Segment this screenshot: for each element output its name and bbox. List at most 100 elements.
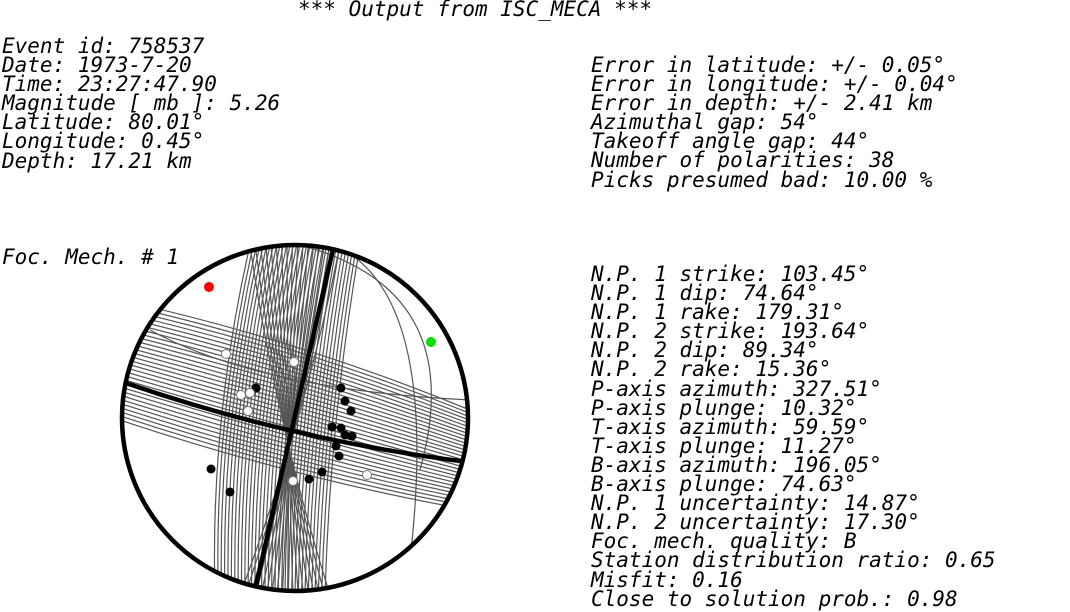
event-longitude: Longitude: 0.45°	[2, 129, 205, 154]
uncertainty-curve	[122, 407, 468, 501]
takeoff-angle-gap: Takeoff angle gap: 44°	[591, 129, 870, 154]
compression-polarity	[317, 467, 327, 477]
uncertainty-curve	[220, 245, 258, 591]
solution-line: Foc. mech. quality: B	[591, 529, 857, 554]
solution-line: N.P. 2 dip: 89.34°	[591, 338, 819, 363]
p-axis-marker	[204, 282, 214, 292]
uncertainty-curve	[307, 245, 344, 591]
solution-line: N.P. 1 uncertainty: 14.87°	[591, 491, 920, 516]
solution-line: P-axis plunge: 10.32°	[591, 395, 857, 420]
uncertainty-curve	[291, 245, 328, 591]
uncertainty-curve	[122, 307, 468, 418]
uncertainty-curve	[213, 245, 251, 591]
event-id: Event id: 758537	[2, 34, 205, 58]
solution-line: B-axis plunge: 74.63°	[591, 472, 857, 497]
depth-error: Error in depth: +/- 2.41 km	[591, 91, 933, 116]
uncertainty-curve	[149, 329, 468, 401]
uncertainty-curve	[281, 245, 299, 591]
uncertainty-curve	[249, 245, 331, 591]
uncertainty-curve	[324, 245, 361, 591]
latitude-error: Error in latitude: +/- 0.05°	[591, 53, 946, 77]
compression-polarity	[304, 474, 314, 484]
uncertainty-curve	[265, 245, 315, 591]
solution-line: N.P. 1 strike: 103.45°	[591, 262, 870, 286]
uncertainty-curve	[267, 245, 304, 591]
solution-line: Close to solution prob.: 0.98	[591, 586, 958, 611]
uncertainty-curve	[122, 378, 468, 477]
uncertainty-curve	[122, 411, 468, 504]
solution-line: N.P. 2 rake: 15.36°	[591, 357, 832, 382]
event-time: Time: 23:27:47.90	[2, 72, 217, 97]
polarities	[206, 349, 372, 497]
dilatation-polarity	[236, 390, 246, 400]
compression-polarity	[340, 396, 350, 406]
focal-mechanism-label: Foc. Mech. # 1	[2, 245, 180, 269]
stereonet-circle	[119, 242, 471, 594]
uncertainty-curve	[122, 320, 468, 428]
dilatation-polarity	[245, 388, 255, 398]
compression-polarity	[336, 423, 346, 433]
uncertainty-curve	[122, 373, 468, 473]
page-title: *** Output from ISC_MECA ***	[298, 0, 653, 21]
uncertainty-curve	[270, 245, 310, 591]
uncertainty-curve	[122, 390, 468, 487]
dilatation-polarity	[288, 476, 298, 486]
uncertainty-curve	[122, 336, 468, 442]
uncertainty-curve	[275, 245, 305, 591]
uncertainty-curve	[122, 419, 468, 511]
bad-picks: Picks presumed bad: 10.00 %	[591, 167, 933, 192]
event-magnitude: Magnitude [ mb ]: 5.26	[2, 91, 281, 116]
solution-line: Station distribution ratio: 0.65	[591, 548, 996, 573]
uncertainty-curve	[304, 245, 341, 591]
uncertainty-curve	[317, 245, 354, 591]
uncertainty-curve	[122, 394, 468, 490]
compression-polarity	[334, 451, 344, 461]
nodal-plane-2	[252, 245, 337, 591]
uncertainty-curve	[122, 324, 468, 432]
uncertainty-curve	[250, 245, 288, 591]
solution-line: T-axis azimuth: 59.59°	[591, 414, 870, 439]
dilatation-polarity	[221, 349, 231, 359]
uncertainty-curve	[227, 245, 264, 591]
uncertainty-curve	[122, 386, 468, 483]
solution-info: N.P. 1 strike: 103.45° N.P. 1 dip: 74.64…	[591, 262, 996, 611]
solution-line: N.P. 2 uncertainty: 17.30°	[591, 510, 920, 535]
uncertainty-curve	[287, 245, 293, 591]
uncertainty-curve	[259, 245, 320, 591]
event-latitude: Latitude: 80.01°	[2, 110, 205, 135]
uncertainty-curve	[122, 340, 468, 446]
dilatation-polarity	[243, 406, 253, 416]
uncertainty-curve	[339, 247, 418, 561]
event-depth: Depth: 17.21 km	[2, 148, 192, 173]
uncertainty-curve	[254, 245, 326, 591]
uncertainty-curve	[122, 303, 468, 415]
solution-line: T-axis plunge: 11.27°	[591, 433, 857, 458]
compression-polarity	[225, 487, 235, 497]
azimuthal-gap: Azimuthal gap: 54°	[591, 110, 819, 135]
uncertainty-curve	[239, 245, 341, 591]
solution-line: N.P. 1 rake: 179.31°	[591, 300, 844, 325]
uncertainty-curve	[299, 245, 432, 471]
t-axis-marker	[426, 337, 436, 347]
compression-polarity	[336, 383, 346, 393]
compression-polarity	[340, 430, 350, 440]
compression-polarity	[327, 422, 337, 432]
solution-line: N.P. 1 dip: 74.64°	[591, 281, 819, 306]
solution-line: P-axis azimuth: 327.51°	[591, 376, 882, 401]
solution-line: N.P. 2 strike: 193.64°	[591, 319, 870, 344]
compression-polarity	[331, 441, 341, 451]
compression-polarity	[347, 431, 357, 441]
solution-line: Misfit: 0.16	[591, 567, 743, 592]
number-of-polarities: Number of polarities: 38	[591, 148, 895, 173]
uncertainty-curve	[321, 245, 358, 591]
uncertainty-curve	[276, 245, 304, 591]
longitude-error: Error in longitude: +/- 0.04°	[591, 72, 958, 97]
event-date: Date: 1973-7-20	[2, 53, 192, 78]
dilatation-polarity	[289, 357, 299, 367]
uncertainty-curve	[122, 332, 468, 439]
uncertainty-curve	[122, 328, 468, 435]
event-info: Event id: 758537 Date: 1973-7-20 Time: 2…	[2, 34, 281, 173]
uncertainty-curve	[122, 415, 468, 508]
compression-polarity	[346, 406, 356, 416]
